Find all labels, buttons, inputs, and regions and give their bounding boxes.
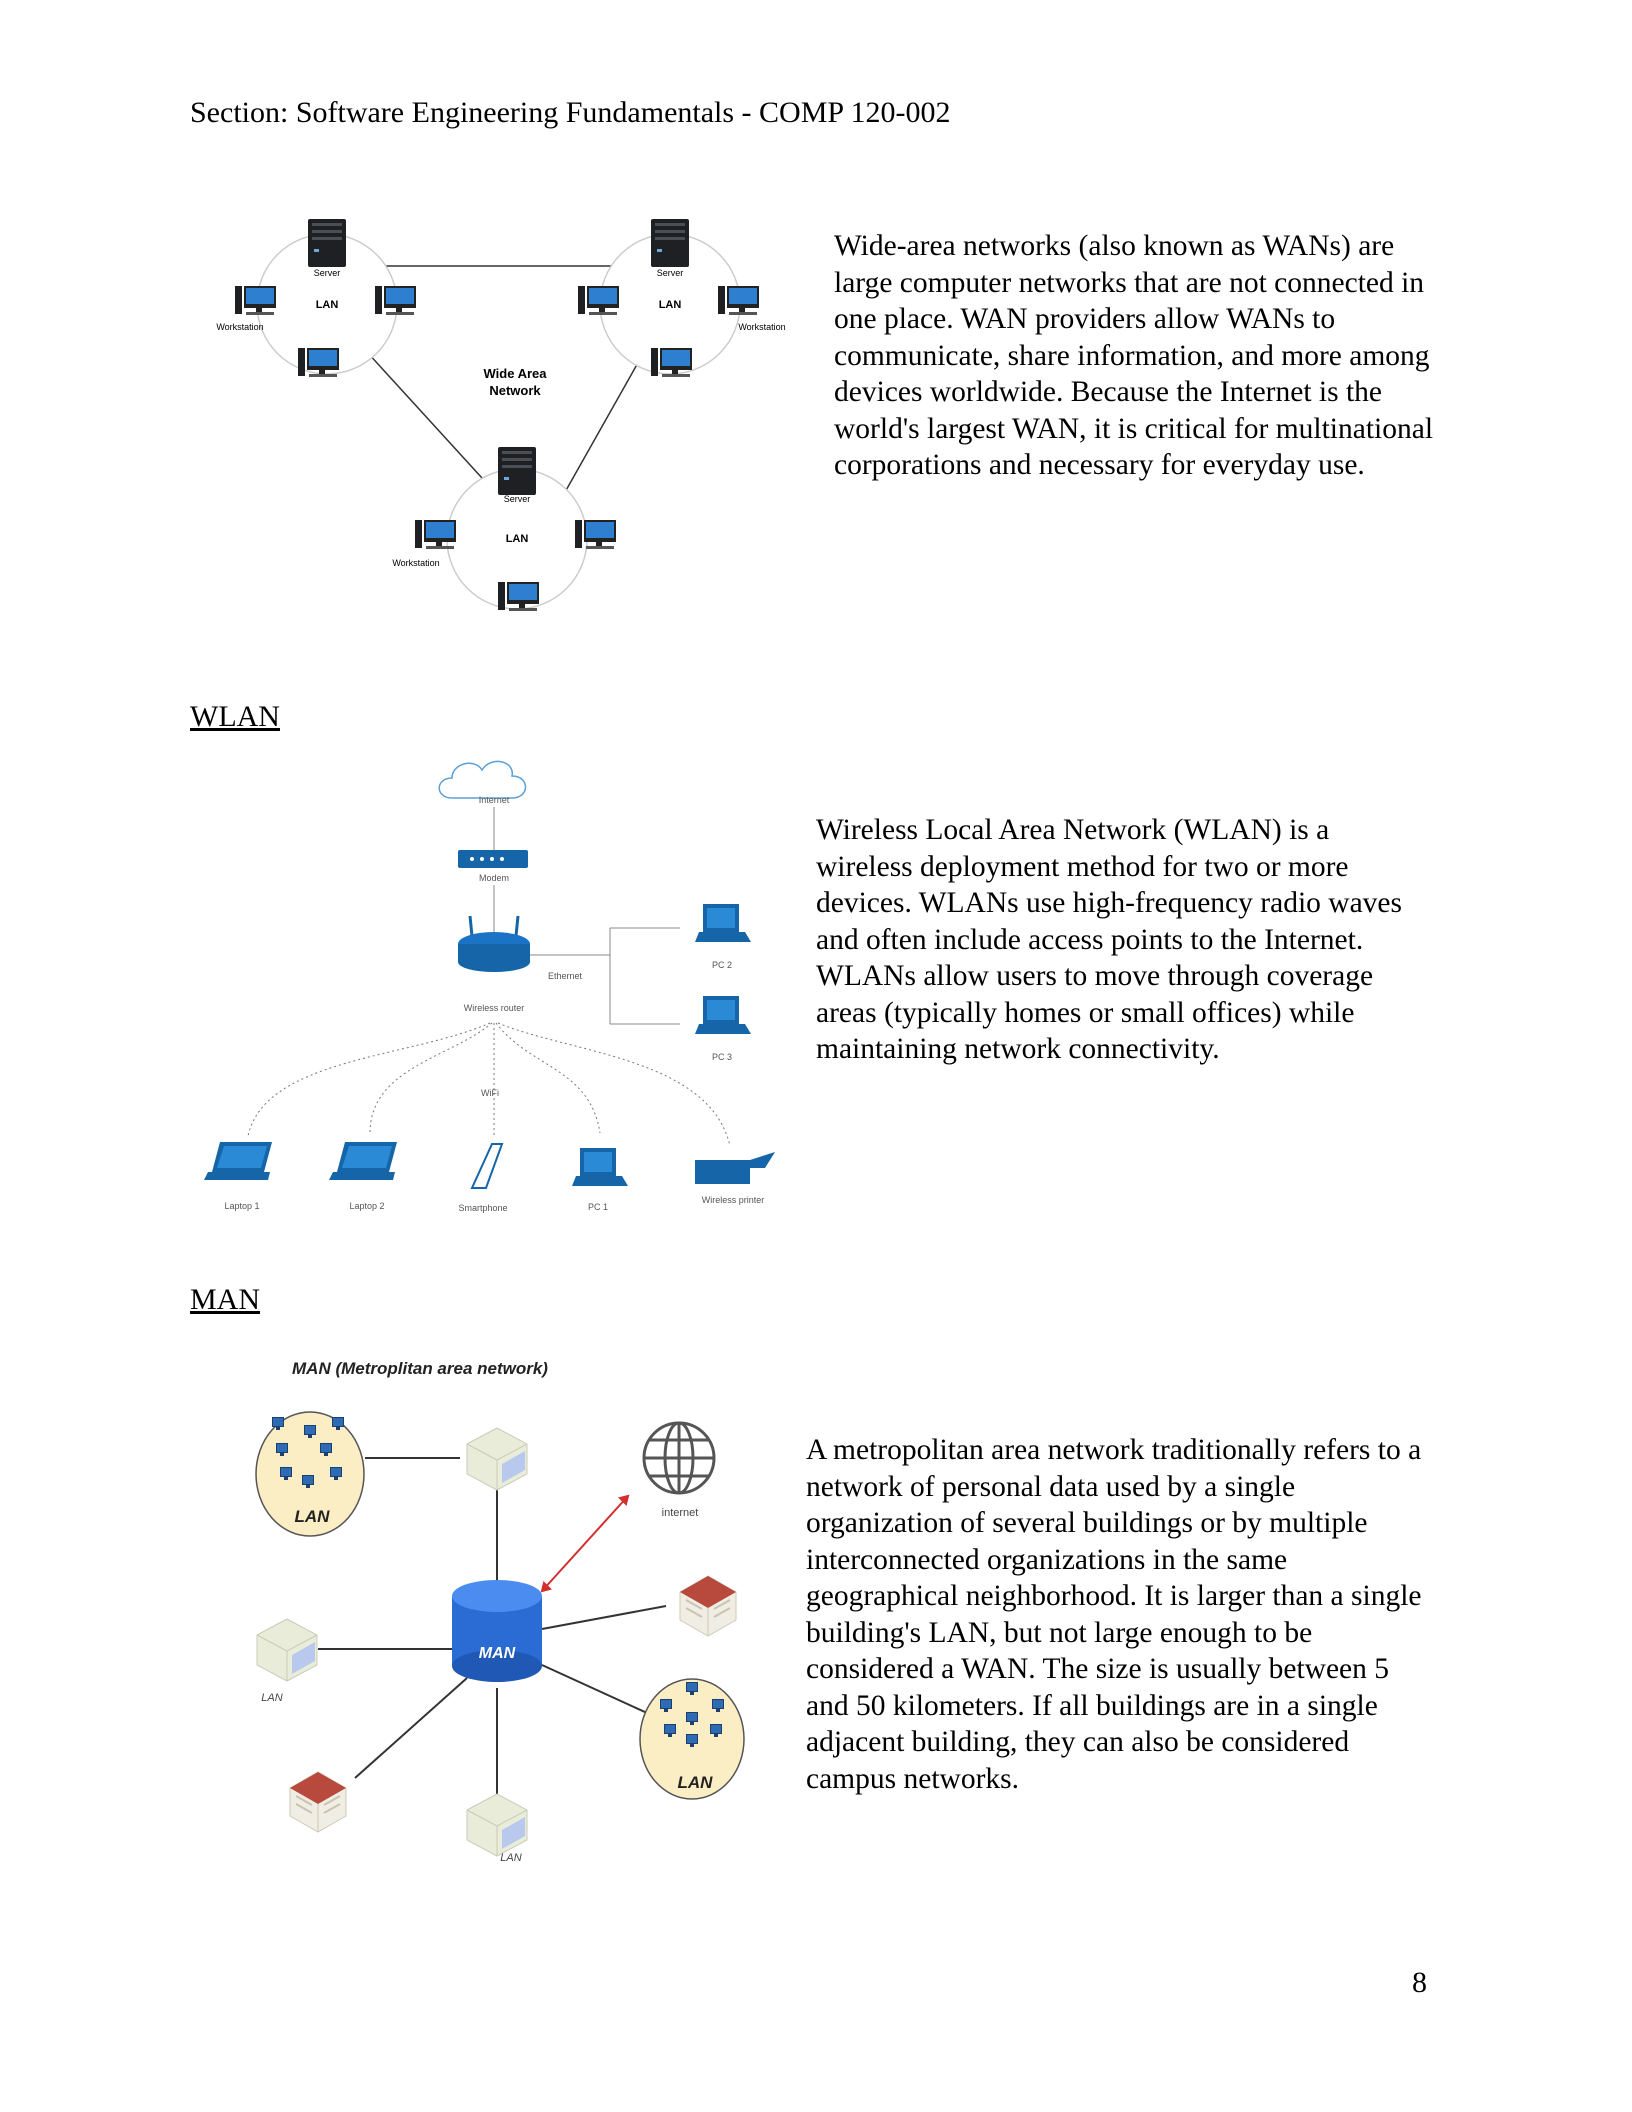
wlan-diagram: Internet Modem Wireless router Ethernet … xyxy=(190,748,790,1228)
man-lan-label: LAN xyxy=(295,1507,331,1526)
wan-server-label: Server xyxy=(314,268,341,278)
wan-lan-label: LAN xyxy=(506,533,529,545)
wlan-modem-label: Modem xyxy=(479,873,509,883)
wan-lan-label: LAN xyxy=(316,299,339,311)
wlan-router-label: Wireless router xyxy=(464,1003,525,1013)
wan-diagram: Server LAN Workstation Server LAN Workst… xyxy=(190,196,802,628)
wan-server-label: Server xyxy=(504,494,531,504)
page-header: Section: Software Engineering Fundamenta… xyxy=(190,96,951,129)
man-lan-label: LAN xyxy=(500,1852,521,1864)
man-lan-label: LAN xyxy=(261,1692,282,1704)
man-diagram: MAN (Metroplitan area network) LAN LAN L… xyxy=(190,1328,775,1900)
wan-paragraph: Wide-area networks (also known as WANs) … xyxy=(834,230,1434,481)
wan-workstation-label: Workstation xyxy=(738,322,785,332)
wlan-pc2-label: PC 2 xyxy=(712,960,732,970)
wan-server-label: Server xyxy=(657,268,684,278)
wlan-section-title: WLAN xyxy=(190,700,280,733)
wlan-laptop2-label: Laptop 2 xyxy=(349,1201,384,1211)
wan-workstation-label: Workstation xyxy=(392,558,439,568)
wan-lan-label: LAN xyxy=(659,299,682,311)
man-hub-label: MAN xyxy=(479,1645,516,1662)
wan-workstation-label: Workstation xyxy=(216,322,263,332)
man-diagram-title: MAN (Metroplitan area network) xyxy=(292,1359,548,1378)
wlan-internet-label: Internet xyxy=(479,795,510,805)
wlan-pc3-label: PC 3 xyxy=(712,1052,732,1062)
wlan-laptop1-label: Laptop 1 xyxy=(224,1201,259,1211)
man-internet-label: internet xyxy=(662,1507,699,1519)
wlan-printer-label: Wireless printer xyxy=(702,1195,765,1205)
man-paragraph: A metropolitan area network traditionall… xyxy=(806,1434,1422,1795)
man-lan-label: LAN xyxy=(678,1773,714,1792)
wlan-wifi-label: WiFi xyxy=(481,1088,499,1098)
wlan-pc1-label: PC 1 xyxy=(588,1202,608,1212)
man-section-title: MAN xyxy=(190,1283,261,1316)
wan-center-label: Wide Area xyxy=(484,366,548,381)
wan-center-label: Network xyxy=(489,383,541,398)
wlan-paragraph: Wireless Local Area Network (WLAN) is a … xyxy=(816,814,1402,1065)
wlan-ethernet-label: Ethernet xyxy=(548,971,583,981)
wlan-smartphone-label: Smartphone xyxy=(458,1203,507,1213)
page-number: 8 xyxy=(1412,1966,1427,1999)
